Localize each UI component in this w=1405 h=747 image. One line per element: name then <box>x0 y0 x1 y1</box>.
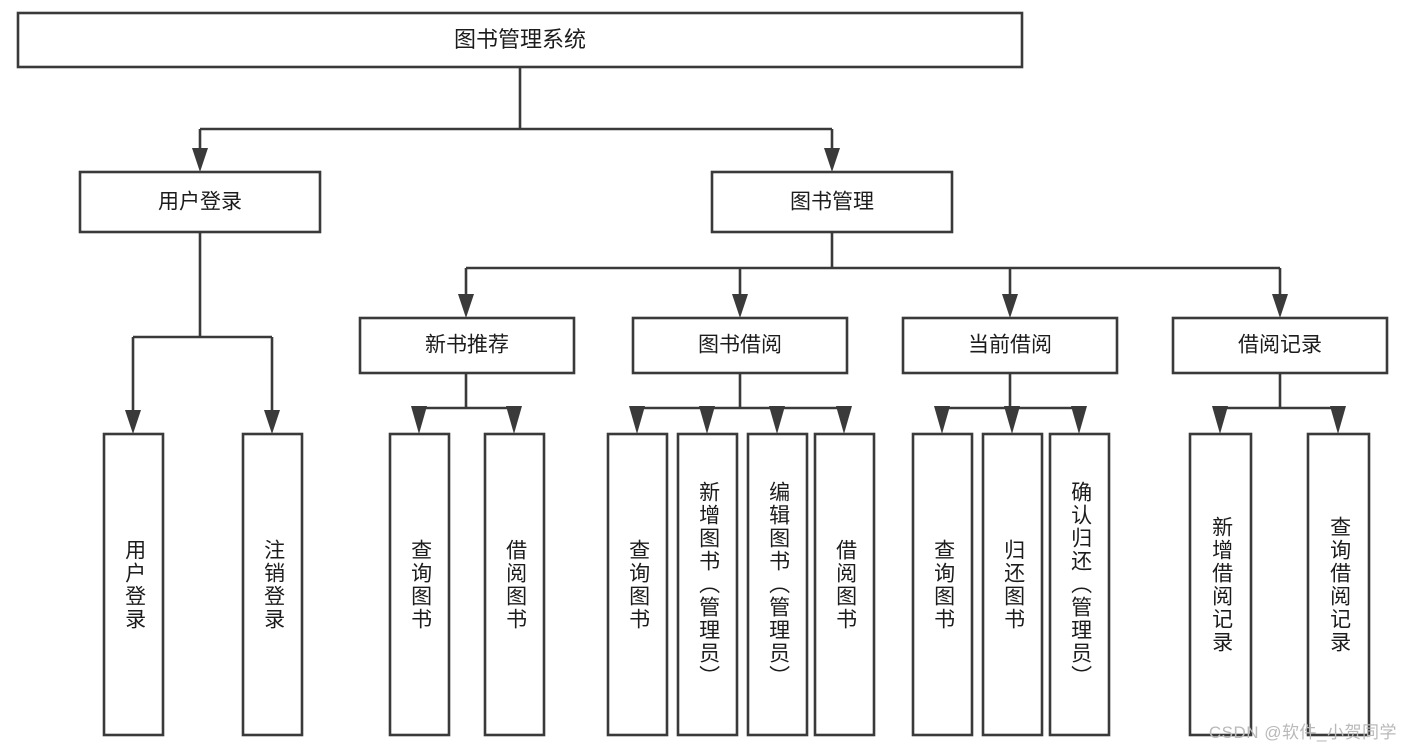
arrow-bm-to-current-borrow <box>1002 294 1018 318</box>
node-current-borrow-label: 当前借阅 <box>968 334 1052 357</box>
node-new-book-recommend-box[interactable] <box>358 316 576 375</box>
leaf-box-query-book-3[interactable] <box>911 432 974 737</box>
node-borrow-record-box[interactable] <box>1171 316 1389 375</box>
leaf-box-add-book[interactable] <box>676 432 739 737</box>
connector-group-book-management <box>458 232 1288 318</box>
node-book-management[interactable]: 图书管理 <box>710 170 954 234</box>
leaf-box-borrow-book-1[interactable] <box>483 432 546 737</box>
node-user-login-box[interactable] <box>78 170 322 234</box>
node-current-borrow-box[interactable] <box>901 316 1119 375</box>
node-book-management-label: 图书管理 <box>790 191 874 214</box>
leaf-box-query-record[interactable] <box>1306 432 1371 737</box>
leaf-box-add-record[interactable] <box>1188 432 1253 737</box>
node-book-borrow-box[interactable] <box>631 316 849 375</box>
connector-group-root <box>192 67 840 172</box>
connector-group-borrow-record <box>1212 373 1346 434</box>
leaf-box-query-book-2[interactable] <box>606 432 669 737</box>
node-current-borrow[interactable]: 当前借阅 <box>901 316 1119 375</box>
arrow-cb-to-leaf3 <box>1071 406 1087 434</box>
arrow-root-to-user-login <box>192 148 208 172</box>
connector-group-user-login <box>125 232 280 434</box>
arrow-bb-to-leaf3 <box>769 406 785 434</box>
arrow-br-to-leaf1 <box>1212 406 1228 434</box>
node-root-label: 图书管理系统 <box>454 27 586 52</box>
connector-group-book-borrow <box>629 373 852 434</box>
arrow-br-to-leaf2 <box>1330 406 1346 434</box>
node-book-borrow-label: 图书借阅 <box>698 334 782 357</box>
node-book-borrow[interactable]: 图书借阅 <box>631 316 849 375</box>
node-new-book-recommend-label: 新书推荐 <box>425 334 509 357</box>
arrow-bb-to-leaf1 <box>629 406 645 434</box>
node-root-box[interactable] <box>16 11 1024 69</box>
arrow-cb-to-leaf2 <box>1004 406 1020 434</box>
arrow-bm-to-new-book <box>458 294 474 318</box>
leaf-box-logout[interactable] <box>241 432 304 737</box>
node-borrow-record[interactable]: 借阅记录 <box>1171 316 1389 375</box>
arrow-bb-to-leaf2 <box>699 406 715 434</box>
node-new-book-recommend[interactable]: 新书推荐 <box>358 316 576 375</box>
node-book-management-box[interactable] <box>710 170 954 234</box>
leaf-box-borrow-book-2[interactable] <box>813 432 876 737</box>
arrow-bm-to-borrow-record <box>1272 294 1288 318</box>
leaf-box-user-login[interactable] <box>102 432 165 737</box>
connector-group-current-borrow <box>934 373 1087 434</box>
node-borrow-record-label: 借阅记录 <box>1238 334 1322 357</box>
arrow-nbr-to-leaf1 <box>411 406 427 434</box>
leaf-box-return-book[interactable] <box>981 432 1044 737</box>
arrow-ul-to-leaf1 <box>125 410 141 434</box>
csdn-watermark: CSDN @软件_小贺同学 <box>1208 723 1397 742</box>
arrow-root-to-book-management <box>824 148 840 172</box>
arrow-nbr-to-leaf2 <box>506 406 522 434</box>
arrow-bb-to-leaf4 <box>836 406 852 434</box>
connector-group-new-book-recommend <box>411 373 522 434</box>
arrow-ul-to-leaf2 <box>264 410 280 434</box>
arrow-cb-to-leaf1 <box>934 406 950 434</box>
leaf-box-edit-book[interactable] <box>746 432 809 737</box>
arrow-bm-to-book-borrow <box>732 294 748 318</box>
leaf-box-confirm-return[interactable] <box>1048 432 1111 737</box>
node-root[interactable]: 图书管理系统 <box>16 11 1024 69</box>
leaf-box-query-book-1[interactable] <box>388 432 451 737</box>
node-user-login[interactable]: 用户登录 <box>78 170 322 234</box>
node-user-login-label: 用户登录 <box>158 191 242 214</box>
